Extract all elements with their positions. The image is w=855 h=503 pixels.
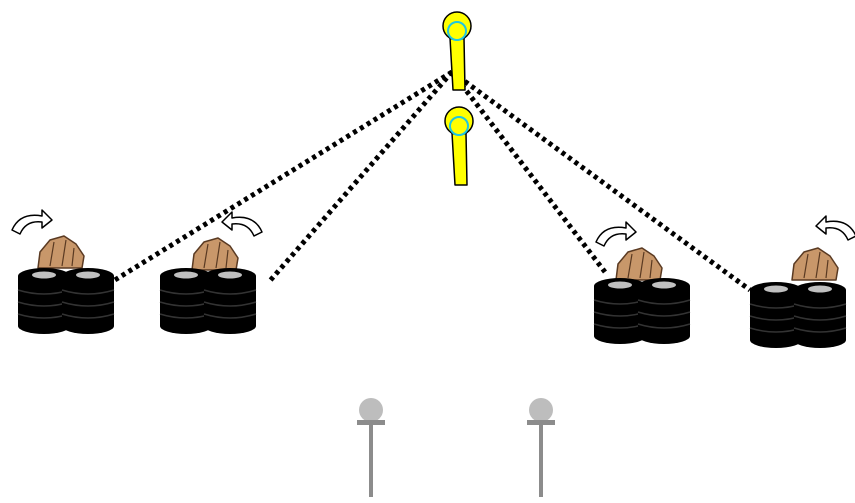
pin-group bbox=[357, 398, 555, 497]
rock-icon bbox=[37, 235, 85, 269]
rotate-arrow-icon bbox=[595, 221, 637, 247]
tire-stack-icon bbox=[17, 267, 115, 335]
signal-lines bbox=[108, 69, 752, 293]
signal-line-station-2 bbox=[266, 70, 454, 285]
tire-stack-icon bbox=[749, 281, 847, 349]
station-2 bbox=[159, 211, 263, 335]
pin-marker-icon bbox=[527, 398, 555, 497]
signal-line-station-3 bbox=[450, 70, 607, 274]
signal-line-station-4 bbox=[450, 69, 752, 293]
microphone-group bbox=[442, 11, 474, 186]
station-3 bbox=[593, 221, 691, 345]
tire-stack-icon bbox=[159, 267, 257, 335]
microphone-icon bbox=[444, 106, 474, 186]
signal-line-station-1 bbox=[108, 69, 454, 286]
rotate-arrow-icon bbox=[221, 211, 263, 237]
rotate-arrow-icon bbox=[11, 209, 53, 235]
rock-icon bbox=[191, 237, 239, 271]
station-1 bbox=[11, 209, 115, 335]
tire-stack-icon bbox=[593, 277, 691, 345]
rock-icon bbox=[615, 247, 663, 281]
rotate-arrow-icon bbox=[815, 215, 855, 241]
station-4 bbox=[749, 215, 855, 349]
rock-icon bbox=[791, 247, 839, 281]
microphone-icon bbox=[442, 11, 472, 91]
pin-marker-icon bbox=[357, 398, 385, 497]
